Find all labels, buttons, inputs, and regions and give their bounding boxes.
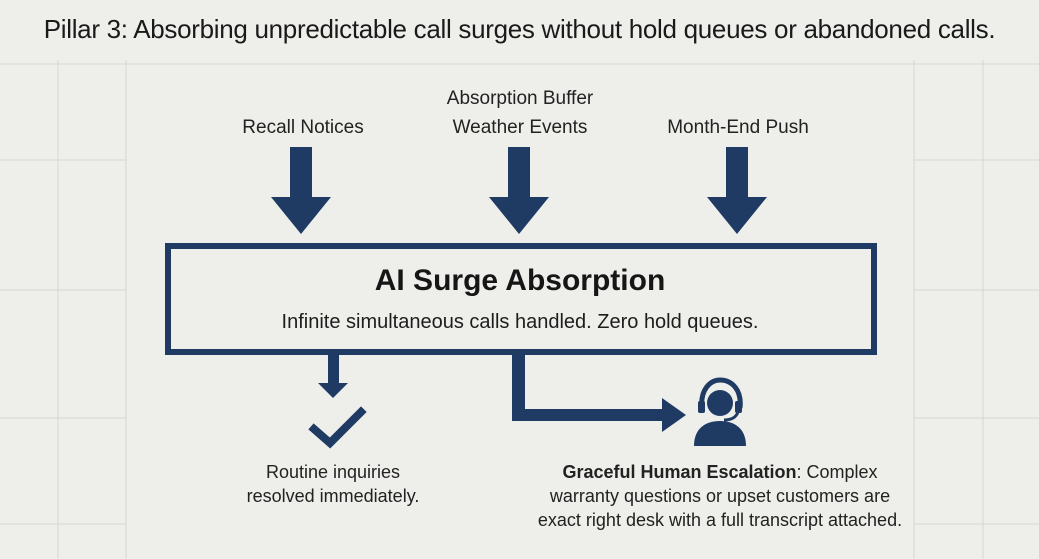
escalation-line-3: exact right desk with a full transcript …	[537, 510, 903, 530]
surge-absorption-title: AI Surge Absorption	[374, 264, 666, 297]
source-label-weather-events: Weather Events	[452, 117, 588, 138]
page-title: Pillar 3: Absorbing unpredictable call s…	[43, 14, 996, 44]
checkmark-icon	[308, 406, 367, 449]
escalation-outcome-text: Graceful Human Escalation: Complex warra…	[505, 460, 935, 532]
surge-absorption-subtitle: Infinite simultaneous calls handled. Zer…	[281, 311, 759, 333]
escalation-connector-arrow	[512, 355, 686, 432]
absorption-buffer-label: Absorption Buffer	[446, 88, 594, 109]
surge-absorption-box	[165, 243, 877, 355]
escalation-heading: Graceful Human Escalation	[562, 462, 797, 482]
routine-connector-arrow	[318, 355, 348, 398]
down-arrow-icon	[271, 147, 331, 234]
headset-agent-icon	[694, 377, 746, 446]
routine-line-1: Routine inquiries	[265, 462, 401, 482]
routine-outcome-text: Routine inquiries resolved immediately.	[218, 460, 448, 508]
down-arrow-icon	[707, 147, 767, 234]
escalation-line-1-rest: : Complex	[796, 462, 878, 482]
escalation-line-2: warranty questions or upset customers ar…	[549, 486, 891, 506]
down-arrow-icon	[489, 147, 549, 234]
source-label-recall-notices: Recall Notices	[242, 117, 364, 138]
source-label-month-end-push: Month-End Push	[667, 117, 809, 138]
escalation-line-1: Graceful Human Escalation: Complex	[505, 460, 935, 484]
routine-line-2: resolved immediately.	[246, 486, 420, 506]
